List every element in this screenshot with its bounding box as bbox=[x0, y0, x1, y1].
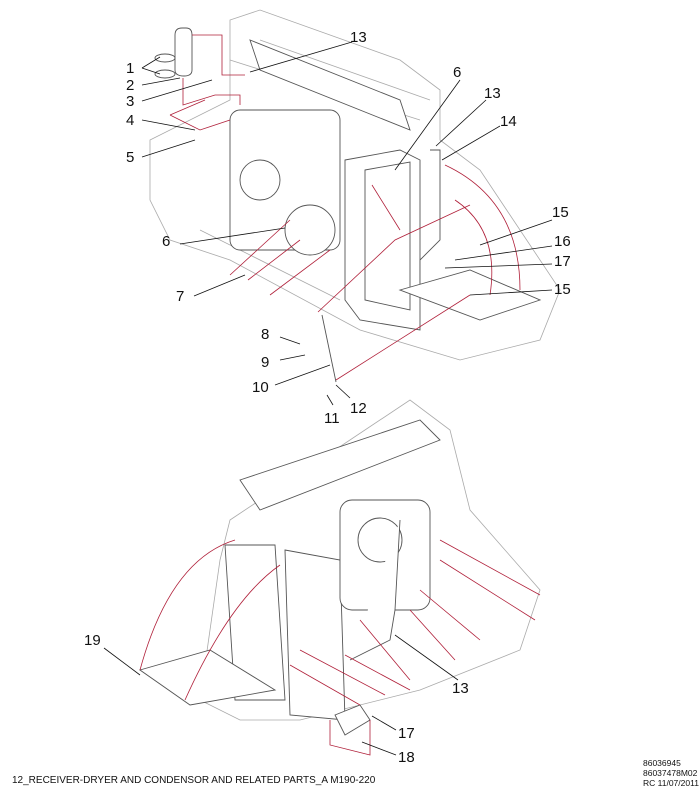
callout-7: 7 bbox=[176, 288, 184, 305]
bottom-assembly-red-lines bbox=[139, 539, 541, 756]
callout-15: 15 bbox=[552, 204, 569, 221]
callout-2: 2 bbox=[126, 77, 134, 94]
callout-14: 14 bbox=[500, 113, 517, 130]
leader-lines bbox=[103, 41, 553, 756]
callouts-top: 1 2 3 4 5 6 7 8 9 10 11 12 13 6 13 14 15… bbox=[126, 29, 571, 427]
callout-5: 5 bbox=[126, 149, 134, 166]
callout-12: 12 bbox=[350, 400, 367, 417]
callout-16: 16 bbox=[554, 233, 571, 250]
callout-6b: 6 bbox=[453, 64, 461, 81]
callout-9: 9 bbox=[261, 354, 269, 371]
callout-15b: 15 bbox=[554, 281, 571, 298]
callout-11: 11 bbox=[324, 410, 340, 427]
callout-4: 4 bbox=[126, 112, 134, 129]
callout-13: 13 bbox=[350, 29, 367, 46]
callout-13b: 13 bbox=[484, 85, 501, 102]
callouts-bottom: 19 13 17 18 bbox=[84, 632, 469, 766]
callout-10: 10 bbox=[252, 379, 269, 396]
top-assembly-drawing bbox=[149, 9, 561, 383]
callout-3: 3 bbox=[126, 93, 134, 110]
callout-18: 18 bbox=[398, 749, 415, 766]
callout-19: 19 bbox=[84, 632, 101, 649]
callout-17b: 17 bbox=[398, 725, 415, 742]
callout-1: 1 bbox=[126, 60, 134, 77]
diagram-caption: 12_RECEIVER-DRYER AND CONDENSOR AND RELA… bbox=[12, 775, 376, 786]
ref-drawing-number: 86037478M02 bbox=[643, 768, 698, 778]
callout-13c: 13 bbox=[452, 680, 469, 697]
ref-part-number: 86036945 bbox=[643, 758, 681, 768]
reference-numbers: 86036945 86037478M02 RC 11/07/2011 bbox=[643, 758, 699, 788]
top-assembly-red-lines bbox=[169, 34, 521, 381]
ref-date: RC 11/07/2011 bbox=[643, 778, 699, 788]
callout-17: 17 bbox=[554, 253, 571, 270]
callout-6: 6 bbox=[162, 233, 170, 250]
callout-8: 8 bbox=[261, 326, 269, 343]
bottom-assembly-drawing bbox=[138, 399, 541, 736]
